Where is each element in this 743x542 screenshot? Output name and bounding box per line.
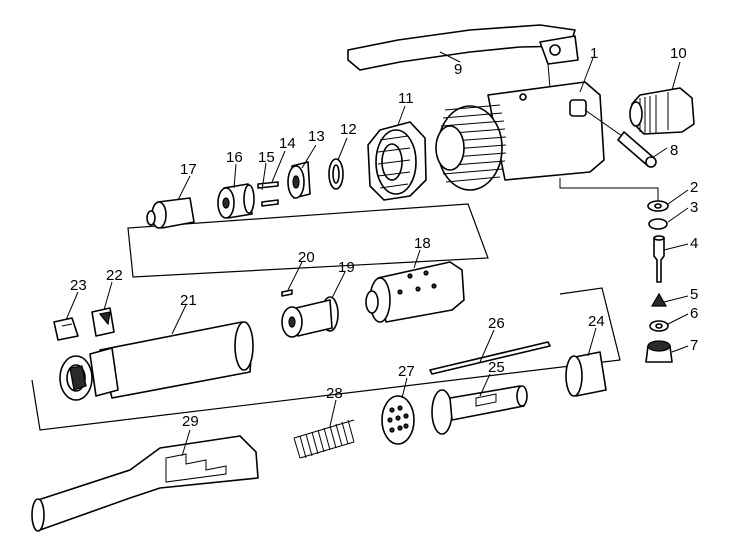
label-14: 14 [279, 135, 296, 152]
part-10-end-fitting [629, 87, 695, 135]
part-20-pin [281, 289, 293, 297]
label-23: 23 [70, 277, 87, 294]
label-26: 26 [488, 315, 505, 332]
label-22: 22 [106, 267, 123, 284]
part-27-disc [381, 395, 415, 445]
label-10: 10 [670, 45, 687, 62]
label-24: 24 [588, 313, 605, 330]
label-3: 3 [690, 199, 698, 216]
part-9-lever [347, 24, 579, 89]
part-8-pin [584, 109, 657, 168]
part-16-valve-body [217, 183, 255, 219]
label-28: 28 [326, 385, 343, 402]
part-23-clip [53, 317, 79, 341]
label-11: 11 [398, 90, 414, 107]
part-28-spring [293, 419, 355, 459]
label-12: 12 [340, 121, 357, 138]
part-22-clip [91, 307, 115, 337]
label-29: 29 [182, 413, 199, 430]
part-21-main-tube [59, 321, 254, 401]
label-6: 6 [690, 305, 698, 322]
part-18-motor-housing [365, 261, 465, 323]
label-21: 21 [180, 292, 197, 309]
frame-middle-group [31, 287, 621, 431]
label-7: 7 [690, 337, 698, 354]
label-13: 13 [308, 128, 325, 145]
label-15: 15 [258, 149, 275, 166]
label-20: 20 [298, 249, 315, 266]
part-24-sleeve [565, 351, 607, 397]
part-1-housing [435, 81, 659, 205]
label-8: 8 [670, 142, 678, 159]
part-5-spring [650, 292, 668, 307]
part-labels: 1 10 9 11 12 13 14 15 16 17 8 2 3 4 5 6 … [70, 45, 698, 430]
part-13-nut [287, 161, 311, 199]
part-4-valve-stem [653, 235, 665, 283]
label-18: 18 [414, 235, 431, 252]
label-5: 5 [690, 286, 698, 303]
label-16: 16 [226, 149, 243, 166]
label-2: 2 [690, 179, 698, 196]
part-26-rod [429, 341, 551, 375]
label-19: 19 [338, 259, 355, 276]
frame-upper-group [127, 203, 489, 278]
part-29-grip-cover [31, 435, 259, 532]
label-1: 1 [590, 45, 598, 62]
label-25: 25 [488, 359, 505, 376]
part-11-hex-nut [367, 121, 427, 201]
leader-lines [65, 51, 689, 457]
part-19-rotor [281, 296, 339, 338]
part-14-pin [257, 181, 279, 189]
label-4: 4 [690, 235, 698, 252]
label-9: 9 [454, 61, 462, 78]
part-3-o-ring [648, 218, 668, 230]
part-17-cylinder [146, 197, 195, 229]
part-2-washer [647, 200, 669, 212]
part-12-o-ring [328, 158, 344, 190]
part-7-cap [645, 340, 673, 363]
part-6-washer [649, 320, 669, 332]
part-15-spring-pin [261, 199, 279, 207]
part-25-spindle [431, 385, 528, 435]
label-17: 17 [180, 161, 197, 178]
label-27: 27 [398, 363, 415, 380]
